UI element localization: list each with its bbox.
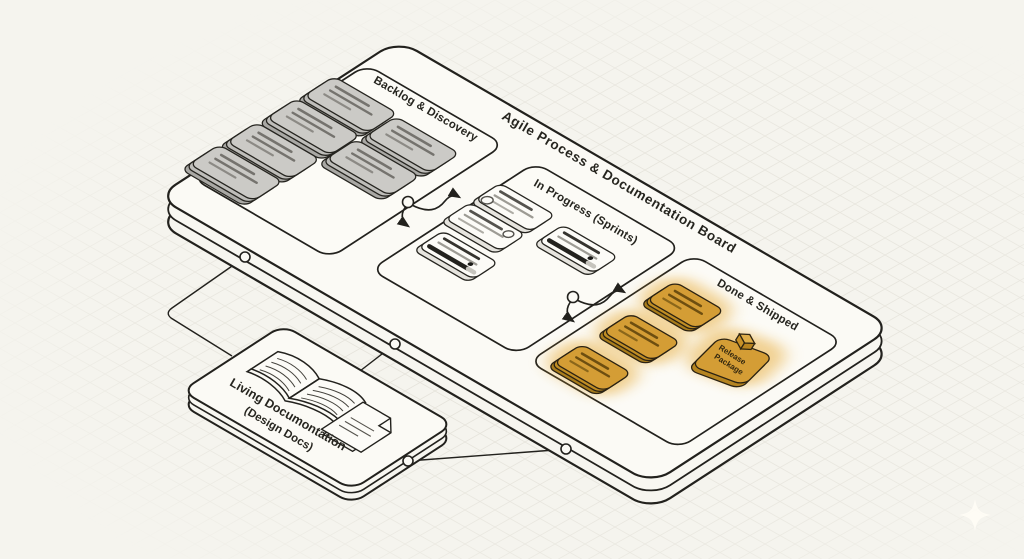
connector-node	[566, 290, 580, 304]
connector-node	[239, 251, 251, 263]
clock-icon	[479, 195, 496, 205]
open-book-icon	[241, 349, 369, 426]
sparkle-icon	[959, 499, 991, 531]
connector-bottom	[407, 448, 569, 462]
connector-node	[389, 338, 401, 350]
package-cube-icon	[735, 332, 756, 351]
kanban-board	[148, 35, 893, 511]
arrow-progress-to-done	[574, 282, 627, 306]
document-icon	[318, 402, 402, 454]
connector-left	[167, 256, 246, 357]
clock-icon	[501, 229, 516, 238]
connector-node	[401, 195, 415, 209]
connector-nodes	[239, 195, 580, 467]
connector-node	[402, 455, 414, 467]
connector-node	[560, 443, 572, 455]
column-done	[529, 255, 843, 449]
arrow-backlog-to-progress	[409, 187, 462, 211]
doc-panel: Living Documontation (Design Docs)	[182, 325, 454, 504]
